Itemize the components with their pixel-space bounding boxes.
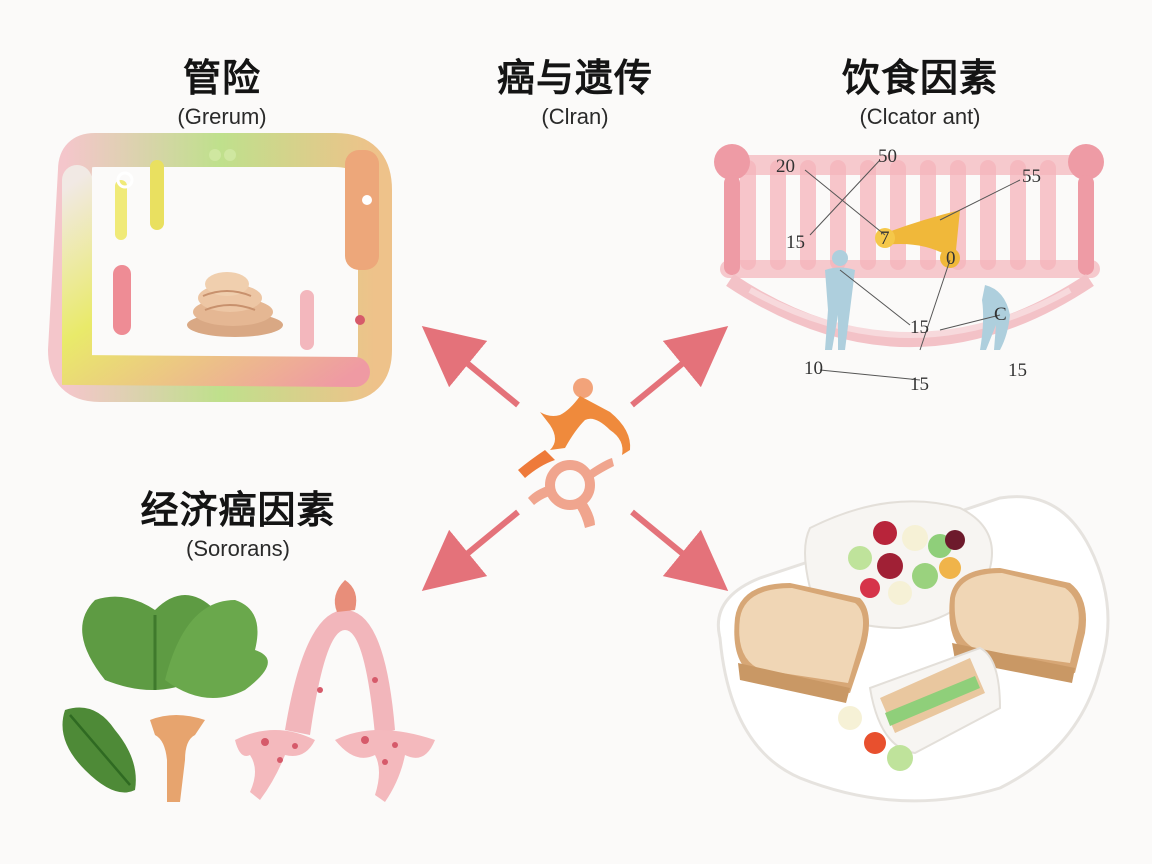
subtitle-top-left: (Grerum) bbox=[177, 104, 267, 129]
heading-top-left: 管险 (Grerum) bbox=[122, 56, 322, 132]
title-top-center: 癌与遗传 bbox=[496, 56, 653, 100]
membrane-figures-icon: 20 50 55 15 7 0 15 C 10 15 15 bbox=[714, 144, 1104, 395]
heading-top-center: 癌与遗传 (Clran) bbox=[470, 56, 680, 132]
title-bottom-left: 经济癌因素 bbox=[140, 488, 336, 532]
membrane-number: 55 bbox=[1022, 166, 1041, 187]
title-top-right: 饮食因素 bbox=[841, 56, 998, 100]
membrane-number: C bbox=[994, 304, 1007, 325]
arrows bbox=[421, 325, 729, 592]
sandwich-bottom bbox=[838, 646, 1002, 771]
cancer-figure-icon bbox=[518, 378, 631, 528]
title-top-left: 管险 bbox=[182, 56, 261, 100]
leaves-and-cells-icon bbox=[62, 580, 435, 802]
membrane-number: 0 bbox=[946, 248, 956, 269]
sandwich-left bbox=[734, 583, 869, 703]
subtitle-bottom-left: (Sororans) bbox=[186, 536, 290, 561]
membrane-number: 7 bbox=[880, 228, 890, 249]
heading-bottom-left: 经济癌因素 (Sororans) bbox=[118, 488, 358, 564]
center-diagram bbox=[421, 325, 729, 592]
membrane-number: 15 bbox=[910, 374, 929, 395]
membrane-number: 15 bbox=[786, 232, 805, 253]
heading-top-right: 饮食因素 (Clcator ant) bbox=[800, 56, 1040, 132]
intestine-illustration-icon bbox=[48, 133, 392, 402]
sandwich-plate-icon bbox=[716, 495, 1110, 803]
membrane-number: 15 bbox=[1008, 360, 1027, 381]
membrane-number: 15 bbox=[910, 317, 929, 338]
subtitle-top-right: (Clcator ant) bbox=[859, 104, 981, 129]
membrane-number: 10 bbox=[804, 358, 823, 379]
subtitle-top-center: (Clran) bbox=[541, 104, 609, 129]
membrane-number: 20 bbox=[776, 156, 795, 177]
membrane-number: 50 bbox=[878, 146, 897, 167]
